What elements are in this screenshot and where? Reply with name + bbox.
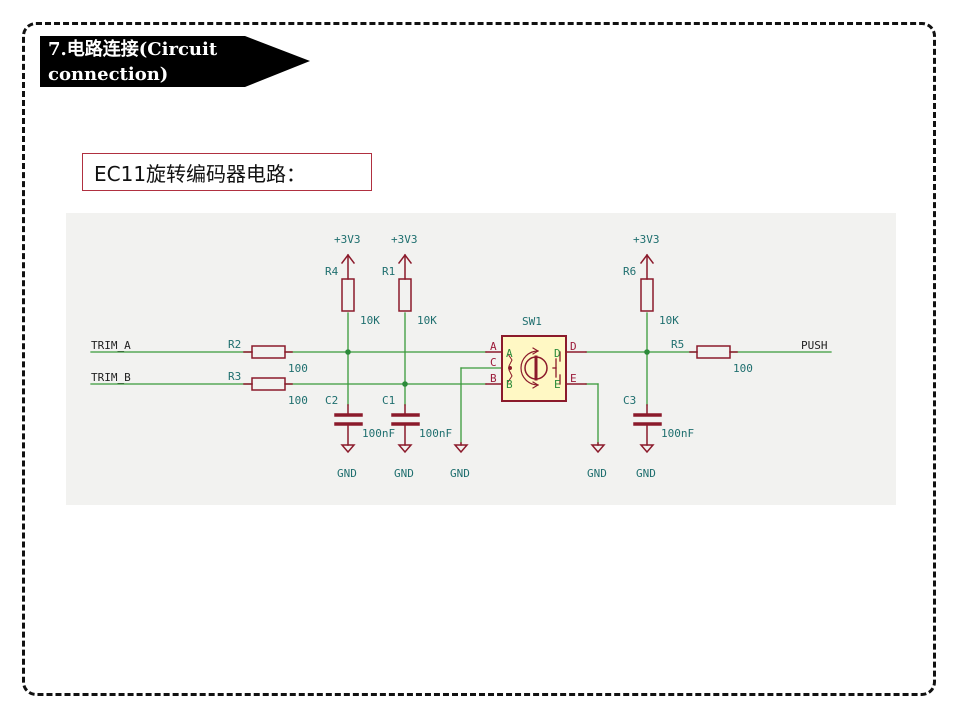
power-arrow-icon bbox=[340, 253, 356, 265]
ref-r5: R5 bbox=[671, 338, 684, 351]
ref-r1: R1 bbox=[382, 265, 395, 278]
rotation-arc-icon bbox=[520, 350, 539, 386]
ref-r2: R2 bbox=[228, 338, 241, 351]
rotary-encoder-sw1 bbox=[501, 335, 567, 402]
pin-label-a: A bbox=[490, 340, 497, 353]
schematic-panel: TRIM_A TRIM_B PUSH +3V3 +3V3 +3V3 R2 100… bbox=[66, 213, 896, 505]
resistor-r2 bbox=[251, 345, 286, 359]
net-label-trim-b: TRIM_B bbox=[91, 371, 131, 384]
ground-icon bbox=[397, 444, 413, 454]
ref-c3: C3 bbox=[623, 394, 636, 407]
ref-sw1: SW1 bbox=[522, 315, 542, 328]
value-r1: 10K bbox=[417, 314, 437, 327]
resistor-r6 bbox=[640, 278, 654, 312]
pin-label-e: E bbox=[570, 372, 577, 385]
ref-c2: C2 bbox=[325, 394, 338, 407]
value-r3: 100 bbox=[288, 394, 308, 407]
pin-inner-e: E bbox=[554, 378, 561, 391]
power-label-r1: +3V3 bbox=[391, 233, 418, 246]
power-arrow-icon bbox=[639, 253, 655, 265]
resistor-r5 bbox=[696, 345, 731, 359]
resistor-r3 bbox=[251, 377, 286, 391]
power-label-r4: +3V3 bbox=[334, 233, 361, 246]
subtitle-text: EC11旋转编码器电路： bbox=[94, 161, 307, 186]
ref-r3: R3 bbox=[228, 370, 241, 383]
value-r6: 10K bbox=[659, 314, 679, 327]
value-r2: 100 bbox=[288, 362, 308, 375]
value-r4: 10K bbox=[360, 314, 380, 327]
slide-frame bbox=[22, 22, 936, 696]
net-label-push: PUSH bbox=[801, 339, 828, 352]
capacitor-c3 bbox=[633, 404, 662, 446]
junction-dot bbox=[644, 349, 650, 355]
subtitle-box: EC11旋转编码器电路： bbox=[82, 153, 372, 191]
pin-inner-b: B bbox=[506, 378, 513, 391]
section-banner: 7.电路连接(Circuit connection) bbox=[40, 36, 310, 87]
ground-icon bbox=[453, 444, 469, 454]
junction-dot bbox=[402, 381, 408, 387]
gnd-label: GND bbox=[636, 467, 656, 480]
ref-r4: R4 bbox=[325, 265, 339, 278]
value-c1: 100nF bbox=[419, 427, 452, 440]
value-c3: 100nF bbox=[661, 427, 694, 440]
value-r5: 100 bbox=[733, 362, 753, 375]
pin-label-c: C bbox=[490, 356, 497, 369]
gnd-label: GND bbox=[337, 467, 357, 480]
ground-icon bbox=[340, 444, 356, 454]
pin-label-d: D bbox=[570, 340, 577, 353]
value-c2: 100nF bbox=[362, 427, 395, 440]
gnd-label: GND bbox=[587, 467, 607, 480]
resistor-r4 bbox=[341, 278, 355, 312]
capacitor-c2 bbox=[334, 404, 363, 446]
ground-icon bbox=[590, 444, 606, 454]
ref-c1: C1 bbox=[382, 394, 395, 407]
gnd-label: GND bbox=[394, 467, 414, 480]
section-title: 7.电路连接(Circuit connection) bbox=[48, 39, 218, 85]
power-label-r6: +3V3 bbox=[633, 233, 660, 246]
resistor-r1 bbox=[398, 278, 412, 312]
ref-r6: R6 bbox=[623, 265, 636, 278]
wires bbox=[90, 312, 832, 444]
pin-label-b: B bbox=[490, 372, 497, 385]
pin-inner-a: A bbox=[506, 347, 513, 360]
banner-arrow-shape bbox=[40, 36, 310, 87]
gnd-label: GND bbox=[450, 467, 470, 480]
capacitor-c1 bbox=[391, 404, 420, 446]
schematic-diagram: TRIM_A TRIM_B PUSH +3V3 +3V3 +3V3 R2 100… bbox=[90, 233, 832, 480]
junction-dot bbox=[345, 349, 351, 355]
power-arrow-icon bbox=[397, 253, 413, 265]
pin-inner-d: D bbox=[554, 347, 561, 360]
ground-icon bbox=[639, 444, 655, 454]
net-label-trim-a: TRIM_A bbox=[91, 339, 131, 352]
